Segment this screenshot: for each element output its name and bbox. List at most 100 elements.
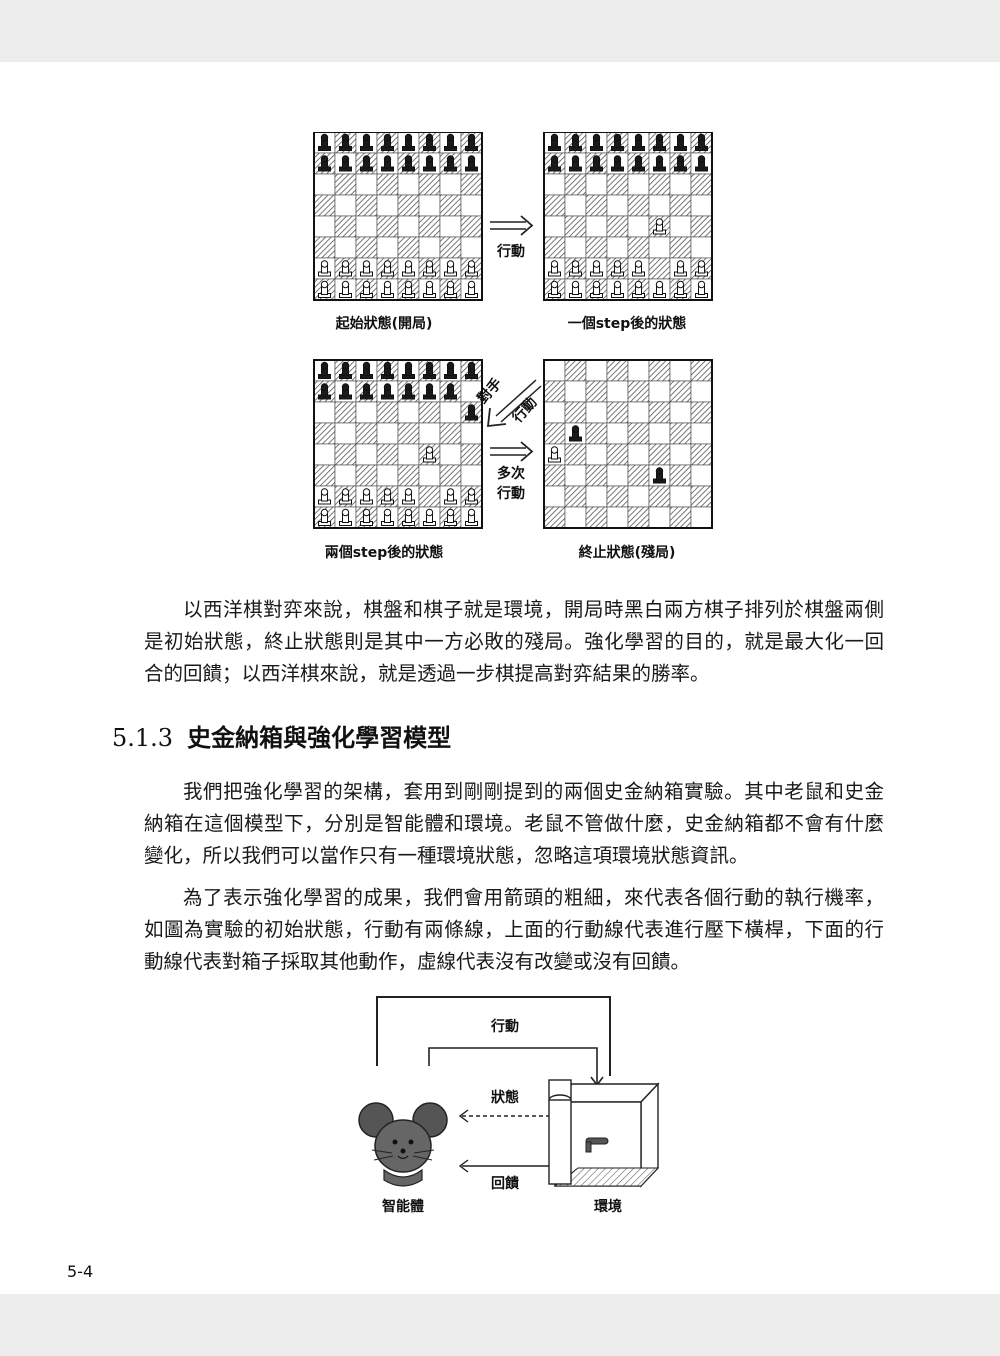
board-bottom-left-label: 兩個step後的狀態: [325, 544, 444, 561]
board-square: [627, 380, 650, 403]
reward-arrow-head: [458, 1159, 469, 1173]
board-square: [648, 506, 671, 529]
board-square: [313, 422, 336, 445]
chess-piece: [381, 383, 394, 400]
board-square: [648, 443, 671, 466]
board-square: [585, 422, 608, 445]
board-square: [376, 236, 399, 259]
chess-piece: [465, 404, 478, 421]
chess-piece: [360, 280, 373, 298]
board-square: [627, 422, 650, 445]
chess-piece: [318, 361, 331, 379]
board-square: [606, 422, 629, 445]
chess-piece: [611, 260, 624, 277]
chess-piece: [548, 260, 561, 277]
board-square: [397, 422, 420, 445]
board-square: [355, 236, 378, 259]
chess-piece: [423, 133, 436, 151]
board-square: [543, 236, 566, 259]
chess-piece: [339, 155, 352, 172]
board-square: [606, 506, 629, 529]
paragraph-chess-explanation: 以西洋棋對弈來說，棋盤和棋子就是環境，開局時黑白兩方棋子排列於棋盤兩側是初始狀態…: [144, 598, 884, 685]
board-square: [355, 215, 378, 238]
board-square: [564, 359, 587, 382]
board-square: [397, 173, 420, 196]
chess-piece: [318, 260, 331, 277]
board-one-step: [543, 132, 713, 301]
board-square: [669, 401, 692, 424]
chess-piece: [381, 155, 394, 172]
action-line-inner: [428, 1047, 598, 1084]
chess-piece: [569, 280, 582, 298]
chess-piece: [465, 155, 478, 172]
chess-piece: [318, 383, 331, 400]
arrow-opponent-label-2: 行動: [508, 394, 540, 427]
chess-piece: [444, 260, 457, 277]
board-square: [355, 443, 378, 466]
board-square: [564, 506, 587, 529]
board-square: [313, 173, 336, 196]
chess-piece: [611, 155, 624, 172]
chess-piece: [444, 155, 457, 172]
board-square: [564, 215, 587, 238]
board-square: [543, 464, 566, 487]
board-square: [669, 506, 692, 529]
chess-piece: [695, 260, 708, 277]
chess-piece: [339, 508, 352, 526]
board-square: [313, 464, 336, 487]
chess-piece: [548, 446, 561, 463]
board-square: [355, 194, 378, 217]
board-square: [355, 173, 378, 196]
board-square: [690, 215, 713, 238]
chess-piece: [381, 260, 394, 277]
chess-piece: [360, 361, 373, 379]
board-square: [648, 194, 671, 217]
board-square: [627, 464, 650, 487]
board-square: [669, 443, 692, 466]
board-square: [376, 215, 399, 238]
chess-figure-svg: 行動 對手 行動 多次 行動 起始狀態(開局) 一個step後的狀態 兩個ste…: [313, 132, 713, 561]
board-square: [334, 443, 357, 466]
board-square: [439, 194, 462, 217]
chess-piece: [444, 488, 457, 505]
board-square: [418, 236, 441, 259]
board-square: [606, 401, 629, 424]
chess-piece: [423, 383, 436, 400]
chess-piece: [632, 280, 645, 298]
board-square: [669, 194, 692, 217]
action-line-outer: [376, 996, 611, 1076]
board-square: [543, 359, 566, 382]
board-square: [627, 236, 650, 259]
paragraph-arrow-thickness: 為了表示強化學習的成果，我們會用箭頭的粗細，來代表各個行動的執行機率，如圖為實驗…: [144, 886, 884, 973]
reward-label: 回饋: [491, 1175, 519, 1192]
chess-piece: [444, 280, 457, 298]
board-square: [669, 173, 692, 196]
chess-boards: [313, 132, 713, 529]
board-square: [334, 173, 357, 196]
board-square: [669, 422, 692, 445]
page-number: 5-4: [67, 1262, 94, 1281]
board-square: [460, 443, 483, 466]
board-frame: [543, 132, 713, 301]
board-square: [564, 173, 587, 196]
board-square: [606, 215, 629, 238]
chess-piece: [339, 383, 352, 400]
board-square: [564, 236, 587, 259]
chess-piece: [402, 488, 415, 505]
chess-piece: [360, 383, 373, 400]
board-square: [418, 401, 441, 424]
board-start: [313, 132, 483, 301]
chess-piece: [402, 361, 415, 379]
board-square: [690, 401, 713, 424]
chess-piece: [339, 280, 352, 298]
board-square: [543, 422, 566, 445]
rl-figure-svg: 行動 狀態 回饋 智能體: [358, 996, 660, 1215]
board-square: [627, 401, 650, 424]
board-frame: [313, 132, 483, 301]
chess-piece: [444, 361, 457, 379]
chess-piece: [423, 155, 436, 172]
chess-piece: [695, 133, 708, 151]
board-square: [313, 194, 336, 217]
chess-piece: [611, 280, 624, 298]
chess-piece: [653, 280, 666, 298]
